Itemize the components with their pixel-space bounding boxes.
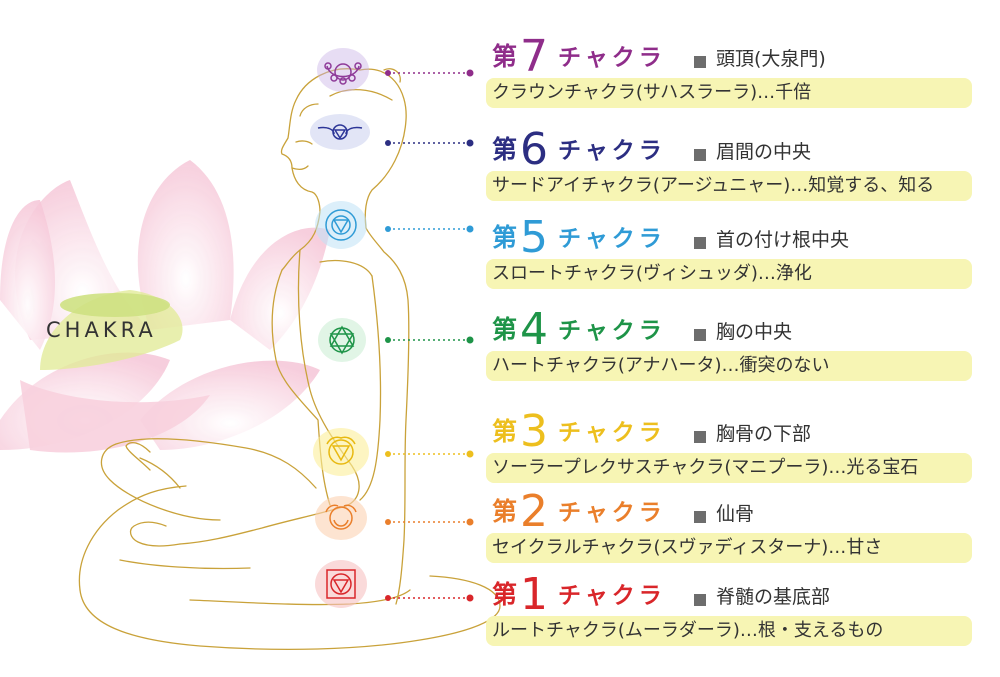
crown-chakra-icon — [324, 62, 362, 85]
chakra-symbols — [310, 48, 370, 608]
chakra-number: 4 — [520, 304, 548, 355]
chakra-number: 5 — [520, 212, 548, 263]
chakra-number: 1 — [520, 569, 548, 620]
chakra-description: ルートチャクラ(ムーラダーラ)…根・支えるもの — [486, 616, 972, 646]
brand-title: CHAKRA — [46, 318, 157, 342]
connector-dots — [385, 69, 474, 602]
chakra-location: 眉間の中央 — [716, 141, 812, 163]
bullet-square-icon — [694, 594, 706, 606]
heart-chakra-icon — [329, 325, 355, 355]
chakra-6-entry: 第 6 チャクラ 眉間の中央 サードアイチャクラ(アージュニャー)…知覚する、知… — [486, 124, 972, 201]
chakra-location: 仙骨 — [716, 503, 755, 525]
chakra-description: スロートチャクラ(ヴィシュッダ)…浄化 — [486, 259, 972, 289]
bullet-square-icon — [694, 431, 706, 443]
chakra-location: 頭頂(大泉門) — [716, 48, 826, 70]
chakra-2-entry: 第 2 チャクラ 仙骨 セイクラルチャクラ(スヴァディスターナ)…甘さ — [486, 486, 972, 563]
chakra-description: クラウンチャクラ(サハスラーラ)…千倍 — [486, 78, 972, 108]
chakra-7-entry: 第 7 チャクラ 頭頂(大泉門) クラウンチャクラ(サハスラーラ)…千倍 — [486, 31, 972, 108]
chakra-name: チャクラ — [558, 500, 666, 526]
chakra-number: 7 — [520, 31, 548, 82]
chakra-prefix: 第 — [492, 42, 518, 71]
throat-chakra-icon — [325, 209, 357, 241]
chakra-prefix: 第 — [492, 497, 518, 526]
chakra-name: チャクラ — [558, 420, 666, 446]
chakra-prefix: 第 — [492, 417, 518, 446]
bullet-square-icon — [694, 511, 706, 523]
chakra-prefix: 第 — [492, 315, 518, 344]
chakra-prefix: 第 — [492, 580, 518, 609]
chakra-3-entry: 第 3 チャクラ 胸骨の下部 ソーラープレクサスチャクラ(マニプーラ)…光る宝石 — [486, 406, 972, 483]
chakra-number: 6 — [520, 124, 548, 175]
chakra-description: セイクラルチャクラ(スヴァディスターナ)…甘さ — [486, 533, 972, 563]
chakra-location: 首の付け根中央 — [716, 229, 850, 251]
sacral-chakra-icon — [325, 504, 357, 530]
third-eye-chakra-icon — [317, 124, 363, 140]
lotus-flower-image — [0, 160, 330, 453]
meditating-figure — [78, 68, 501, 651]
chakra-location: 胸の中央 — [716, 321, 793, 343]
chakra-name: チャクラ — [558, 318, 666, 344]
chakra-description: ハートチャクラ(アナハータ)…衝突のない — [486, 351, 972, 381]
chakra-name: チャクラ — [558, 226, 666, 252]
chakra-name: チャクラ — [558, 138, 666, 164]
chakra-description: ソーラープレクサスチャクラ(マニプーラ)…光る宝石 — [486, 453, 972, 483]
chakra-name: チャクラ — [558, 45, 666, 71]
chakra-1-entry: 第 1 チャクラ 脊髄の基底部 ルートチャクラ(ムーラダーラ)…根・支えるもの — [486, 569, 972, 646]
bullet-square-icon — [694, 149, 706, 161]
chakra-description: サードアイチャクラ(アージュニャー)…知覚する、知る — [486, 171, 972, 201]
chakra-location: 胸骨の下部 — [716, 423, 812, 445]
chakra-number: 3 — [520, 406, 548, 457]
connector-lines — [388, 72, 468, 599]
bullet-square-icon — [694, 237, 706, 249]
chakra-location: 脊髄の基底部 — [716, 586, 831, 608]
bullet-square-icon — [694, 329, 706, 341]
chakra-number: 2 — [520, 486, 548, 537]
chakra-prefix: 第 — [492, 135, 518, 164]
chakra-4-entry: 第 4 チャクラ 胸の中央 ハートチャクラ(アナハータ)…衝突のない — [486, 304, 972, 381]
bullet-square-icon — [694, 56, 706, 68]
chakra-5-entry: 第 5 チャクラ 首の付け根中央 スロートチャクラ(ヴィシュッダ)…浄化 — [486, 212, 972, 289]
chakra-name: チャクラ — [558, 583, 666, 609]
root-chakra-icon — [326, 569, 356, 599]
solar-plexus-chakra-icon — [326, 436, 356, 465]
chakra-prefix: 第 — [492, 223, 518, 252]
